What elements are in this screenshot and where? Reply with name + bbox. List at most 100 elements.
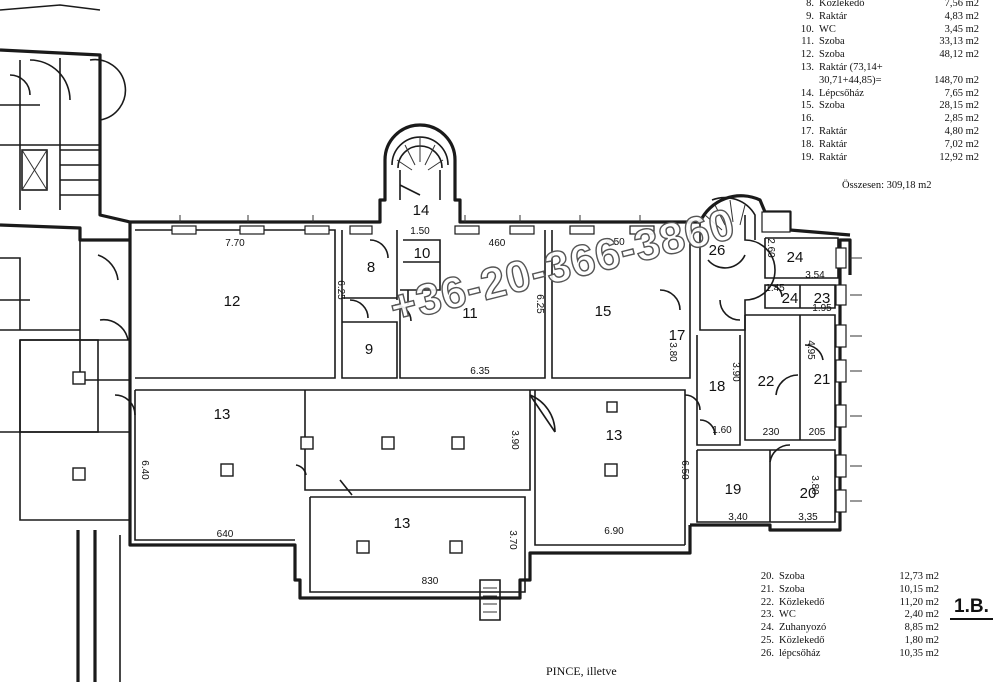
total-area: Összesen: 309,18 m2 bbox=[842, 180, 932, 191]
legend-no: 24. bbox=[760, 622, 774, 634]
legend-row: 8. Közlekedő 7,56 m2 bbox=[792, 0, 979, 11]
dimension-labels: 7.70 6.25 1.50 460 4.50 6.25 6.35 3.80 2… bbox=[139, 226, 832, 587]
room-label-9: 9 bbox=[365, 341, 373, 358]
legend-name: Szoba bbox=[779, 583, 805, 595]
room-label-13a: 13 bbox=[214, 406, 231, 423]
dim-label: 3,35 bbox=[798, 512, 818, 523]
room-label-8: 8 bbox=[367, 259, 375, 276]
dim-label: 2.60 bbox=[765, 238, 776, 258]
room-label-18: 18 bbox=[709, 378, 726, 395]
legend-area: 148,70 m2 bbox=[934, 74, 979, 86]
legend-name: Közlekedő bbox=[819, 0, 865, 9]
room-label-23: 23 bbox=[814, 290, 831, 307]
room-label-24a: 24 bbox=[787, 249, 804, 266]
dim-label: 1.60 bbox=[712, 425, 732, 436]
total-value: 309,18 m2 bbox=[886, 180, 932, 191]
legend-name: Szoba bbox=[819, 49, 845, 61]
dim-label: 460 bbox=[489, 238, 506, 249]
left-wing bbox=[0, 4, 136, 682]
legend-no: 22. bbox=[760, 596, 774, 608]
legend-name: Szoba bbox=[819, 100, 845, 112]
room-label-19: 19 bbox=[725, 481, 742, 498]
dim-label: 3.80 bbox=[667, 342, 678, 362]
dim-label: 3.90 bbox=[509, 430, 520, 450]
dim-label: 3.70 bbox=[507, 530, 518, 550]
legend-area: 3,45 m2 bbox=[944, 23, 979, 35]
legend-name: Raktár (73,14+ bbox=[819, 61, 883, 73]
legend-name: WC bbox=[779, 609, 796, 621]
legend-row: 15. Szoba 28,15 m2 bbox=[792, 100, 979, 113]
legend-name: Raktár bbox=[819, 138, 847, 150]
legend-name: Közlekedő bbox=[779, 634, 825, 646]
legend-name: Szoba bbox=[819, 36, 845, 48]
legend-area: 7,56 m2 bbox=[944, 0, 979, 9]
dim-label: 640 bbox=[217, 529, 234, 540]
legend-name: Raktár bbox=[819, 10, 847, 22]
legend-no: 26. bbox=[760, 647, 774, 659]
room-label-21: 21 bbox=[814, 371, 831, 388]
room-label-13c: 13 bbox=[394, 515, 411, 532]
legend-area: 2,40 m2 bbox=[904, 609, 939, 621]
dim-label: 3.90 bbox=[730, 362, 741, 382]
dim-label: 830 bbox=[422, 576, 439, 587]
total-label: Összesen: bbox=[842, 180, 884, 191]
dim-label: 1.95 bbox=[812, 303, 832, 314]
columns bbox=[220, 401, 618, 554]
windows bbox=[171, 211, 862, 513]
legend-area: 2,85 m2 bbox=[944, 113, 979, 125]
legend-no: 19. bbox=[800, 151, 814, 163]
legend-area: 8,85 m2 bbox=[904, 622, 939, 634]
legend-area: 7,65 m2 bbox=[944, 87, 979, 99]
legend-no: 8. bbox=[806, 0, 814, 9]
legend-no: 18. bbox=[800, 138, 814, 150]
staircase-14 bbox=[391, 136, 449, 200]
interior-walls bbox=[134, 229, 839, 621]
room-label-24b: 24 bbox=[782, 290, 799, 307]
legend-area: 4,83 m2 bbox=[944, 10, 979, 22]
legend-row: 30,71+44,85)= 148,70 m2 bbox=[792, 75, 979, 88]
legend-name: Raktár bbox=[819, 151, 847, 163]
main-outline bbox=[128, 123, 852, 600]
room-label-12: 12 bbox=[224, 293, 241, 310]
legend-no: 14. bbox=[800, 87, 814, 99]
legend-no: 16. bbox=[800, 113, 814, 125]
staircase-26 bbox=[704, 196, 756, 321]
legend-area bbox=[915, 62, 979, 75]
legend-no: 13. bbox=[800, 61, 814, 73]
legend-row: 23. WC 2,40 m2 bbox=[752, 609, 939, 622]
dim-label: 230 bbox=[763, 427, 780, 438]
dim-label: 6.25 bbox=[534, 294, 545, 314]
legend-no: 25. bbox=[760, 634, 774, 646]
legend-area: 28,15 m2 bbox=[939, 100, 979, 112]
dim-label: 4.95 bbox=[805, 340, 816, 360]
legend-no: 23. bbox=[760, 609, 774, 621]
room-label-20: 20 bbox=[800, 485, 817, 502]
legend-no: 15. bbox=[800, 100, 814, 112]
legend-no: 20. bbox=[760, 571, 774, 582]
legend-no bbox=[792, 75, 819, 88]
dim-label: 4.50 bbox=[605, 237, 625, 248]
legend-name: 30,71+44,85)= bbox=[819, 74, 882, 86]
sheet-label: 1.B. bbox=[950, 596, 993, 620]
legend-row: 13. Raktár (73,14+ bbox=[792, 62, 979, 75]
dim-label: 6.40 bbox=[139, 460, 150, 480]
legend-no: 10. bbox=[800, 23, 814, 35]
legend-area: 10,15 m2 bbox=[899, 583, 939, 595]
legend-area: 12,73 m2 bbox=[899, 571, 939, 582]
room-labels: 12 8 9 10 14 11 15 17 26 24 24 23 18 22 … bbox=[214, 202, 831, 532]
plan-caption: PINCE, illetve bbox=[546, 664, 617, 678]
dim-label: 6.50 bbox=[679, 460, 690, 480]
dim-label: 3.54 bbox=[805, 270, 825, 281]
